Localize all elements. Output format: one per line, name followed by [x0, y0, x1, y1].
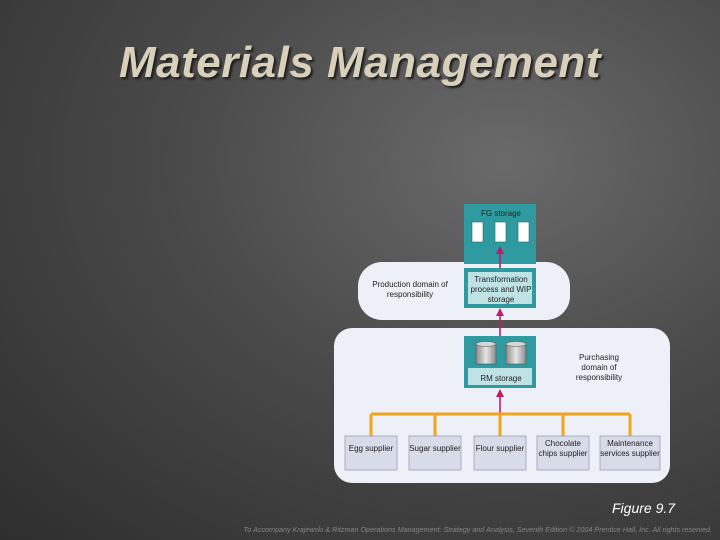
rm-storage-label: RM storage — [480, 374, 522, 383]
supplier-box-maintenance — [599, 435, 661, 471]
supplier-box-egg — [344, 435, 398, 471]
supplier-label-sugar: Sugar supplier — [409, 444, 461, 453]
production-domain-label: Production domain of responsibility — [372, 280, 448, 299]
supplier-box-chocolate — [536, 435, 590, 471]
footer-copyright: To Accompany Krajewski & Ritzman Operati… — [243, 525, 712, 534]
figure-caption: Figure 9.7 — [612, 500, 676, 516]
supplier-connector — [369, 412, 632, 436]
rm-label-bg — [468, 368, 532, 385]
supplier-label-egg: Egg supplier — [348, 444, 394, 453]
fg-item-3 — [517, 221, 530, 243]
supplier-box-flour — [473, 435, 527, 471]
rm-barrel-2 — [505, 341, 527, 365]
supplier-label-maintenance: Maintenance services supplier — [600, 439, 660, 458]
fg-item-2 — [494, 221, 507, 243]
transformation-label: Transformation process and WIP storage — [470, 275, 532, 304]
purchasing-domain-label: Purchasing domain of responsibility — [575, 353, 623, 382]
fg-storage-label: FG storage — [480, 209, 521, 218]
supplier-box-sugar — [408, 435, 462, 471]
supplier-label-flour: Flour supplier — [475, 444, 525, 453]
rm-barrel-1 — [475, 341, 497, 365]
page-title: Materials Management — [119, 38, 601, 87]
supplier-label-chocolate: Chocolate chips supplier — [538, 439, 588, 458]
transformation-inner — [468, 272, 532, 304]
fg-item-1 — [471, 221, 484, 243]
